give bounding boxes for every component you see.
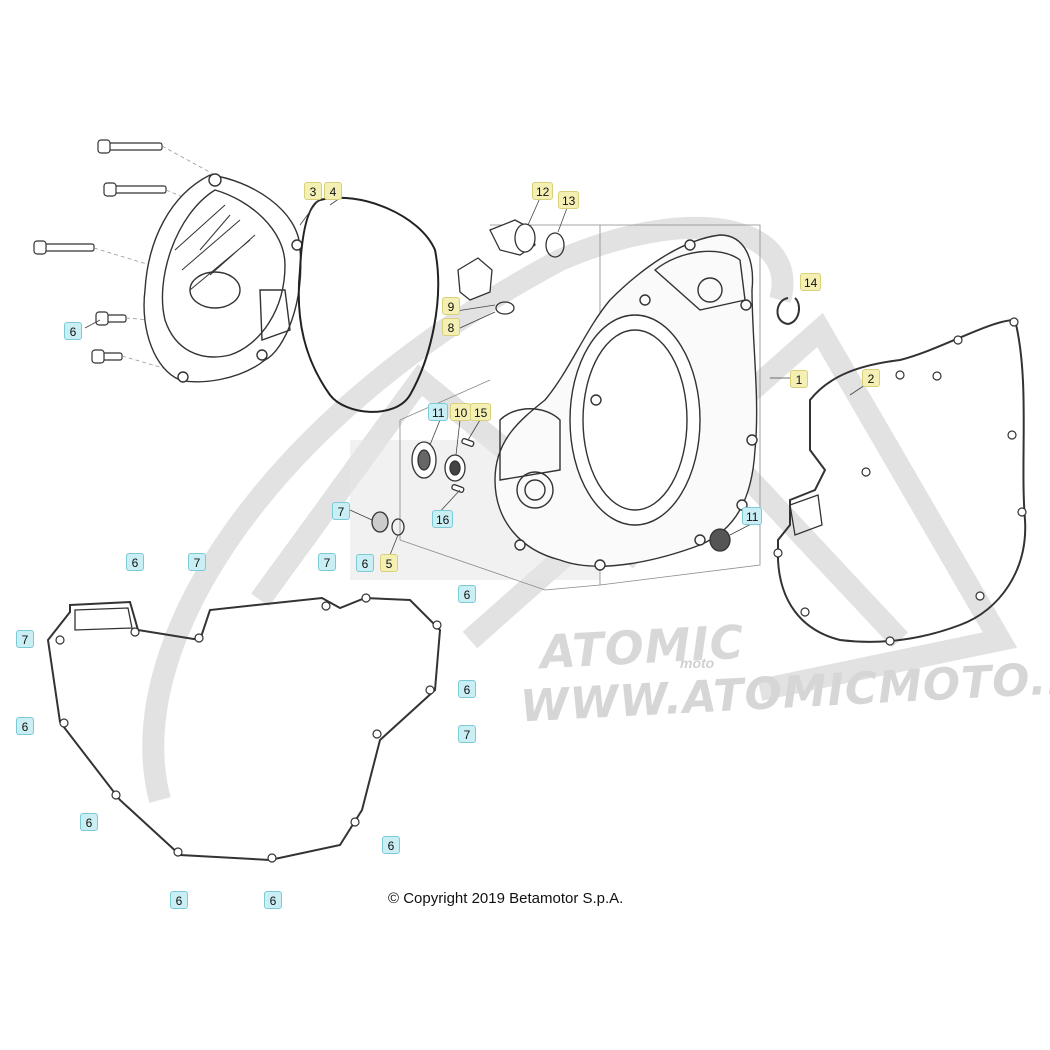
part-callout-6[interactable]: 6 xyxy=(126,553,144,571)
part-callout-6[interactable]: 6 xyxy=(264,891,282,909)
part-callout-5[interactable]: 5 xyxy=(380,554,398,572)
part-callout-7[interactable]: 7 xyxy=(318,553,336,571)
part-callout-7[interactable]: 7 xyxy=(16,630,34,648)
part-callout-4[interactable]: 4 xyxy=(324,182,342,200)
part-callout-1[interactable]: 1 xyxy=(790,370,808,388)
part-callout-16[interactable]: 16 xyxy=(432,510,454,528)
part-callout-7[interactable]: 7 xyxy=(332,502,350,520)
part-callout-6[interactable]: 6 xyxy=(356,554,374,572)
part-callout-2[interactable]: 2 xyxy=(862,369,880,387)
part-callout-6[interactable]: 6 xyxy=(64,322,82,340)
o-ring-gasket xyxy=(297,196,440,413)
part-callout-9[interactable]: 9 xyxy=(442,297,460,315)
part-callout-13[interactable]: 13 xyxy=(558,191,580,209)
part-callout-6[interactable]: 6 xyxy=(458,680,476,698)
part-callout-10[interactable]: 10 xyxy=(450,403,472,421)
part-callout-6[interactable]: 6 xyxy=(458,585,476,603)
left-gasket xyxy=(46,596,442,862)
right-gasket-holes xyxy=(773,317,1027,646)
crankcase-cover xyxy=(494,234,758,571)
part-callout-15[interactable]: 15 xyxy=(470,403,492,421)
small-parts xyxy=(371,219,801,552)
part-callout-11[interactable]: 11 xyxy=(742,507,763,525)
left-gasket-holes xyxy=(55,593,442,863)
part-callout-6[interactable]: 6 xyxy=(80,813,98,831)
part-callout-6[interactable]: 6 xyxy=(170,891,188,909)
watermark-brand: ATOMIC xyxy=(538,614,746,680)
right-cover-gasket xyxy=(777,318,1027,643)
watermark-sub: moto xyxy=(680,655,715,671)
part-callout-12[interactable]: 12 xyxy=(532,182,554,200)
part-callout-7[interactable]: 7 xyxy=(458,725,476,743)
part-callout-11[interactable]: 11 xyxy=(428,403,449,421)
bolts xyxy=(33,139,167,364)
part-callout-8[interactable]: 8 xyxy=(442,318,460,336)
part-callout-6[interactable]: 6 xyxy=(16,717,34,735)
part-callout-7[interactable]: 7 xyxy=(188,553,206,571)
part-callout-6[interactable]: 6 xyxy=(382,836,400,854)
copyright-text: © Copyright 2019 Betamotor S.p.A. xyxy=(388,890,624,907)
part-callout-14[interactable]: 14 xyxy=(800,273,822,291)
clutch-outer-cover xyxy=(143,173,303,383)
part-callout-3[interactable]: 3 xyxy=(304,182,322,200)
